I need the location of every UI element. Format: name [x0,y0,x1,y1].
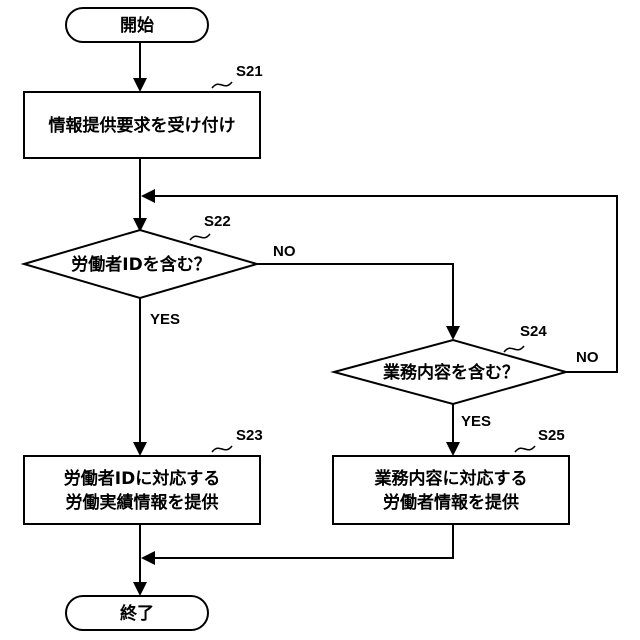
arrowhead-to-s25 [446,442,460,456]
s23-leader [212,446,232,452]
s22-label: 労働者IDを含む？ [71,254,210,275]
arrowhead-to-s24 [446,326,460,340]
end-label: 終了 [120,603,154,624]
s24-label: 業務内容を含む？ [383,362,519,383]
s24-leader [504,346,524,352]
process-s25: 業務内容に対応する 労働者情報を提供 S25 [333,427,569,524]
decision-s24: 業務内容を含む？ S24 [334,323,566,404]
arrowhead-to-end [133,582,147,596]
s24-yes-label: YES [461,413,491,430]
end-terminal: 終了 [66,596,208,630]
process-s21: 情報提供要求を受け付け S21 [24,63,263,158]
s21-leader [212,82,232,88]
connector-s25-merge [154,524,453,558]
arrowhead-s25-merge [141,551,155,565]
s23-step-id: S23 [236,427,263,444]
s25-leader [515,446,535,452]
process-s23: 労働者IDに対応する 労働実績情報を提供 S23 [24,427,263,524]
s22-yes-label: YES [150,311,180,328]
s25-label-line-1: 業務内容に対応する [375,468,528,489]
arrowhead-to-s23 [133,442,147,456]
s24-no-label: NO [576,349,599,366]
start-terminal: 開始 [66,8,208,42]
s24-step-id: S24 [520,323,547,340]
s23-label-line-1: 労働者IDに対応する [64,468,220,489]
s21-step-id: S21 [236,63,263,80]
s22-leader [190,234,210,240]
connector-s22-no [257,264,453,328]
s25-step-id: S25 [538,427,565,444]
arrowhead-to-s21 [133,78,147,92]
s23-label-line-2: 労働実績情報を提供 [66,492,219,513]
s22-step-id: S22 [204,213,231,230]
s22-no-label: NO [273,243,296,260]
s25-label-line-2: 労働者情報を提供 [383,492,519,513]
start-label: 開始 [120,15,154,36]
arrowhead-loop-merge [141,189,155,203]
s21-label: 情報提供要求を受け付け [49,115,236,136]
